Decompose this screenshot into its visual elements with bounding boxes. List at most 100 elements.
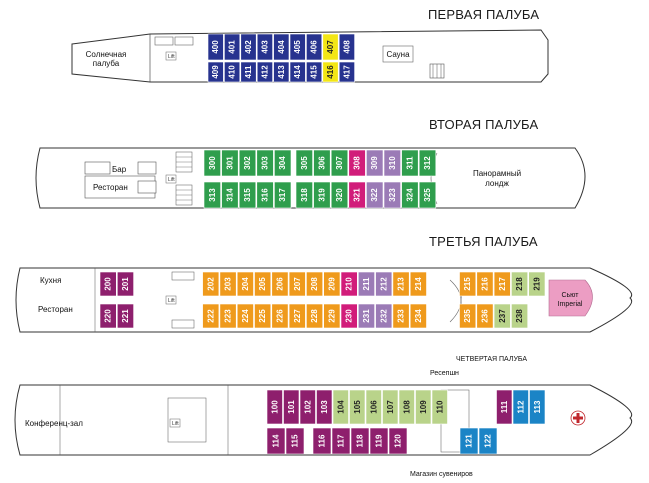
cabin-306[interactable]: 306 — [313, 149, 331, 177]
cabin-226[interactable]: 226 — [271, 303, 289, 329]
cabin-102[interactable]: 102 — [299, 389, 316, 425]
cabin-212[interactable]: 212 — [375, 271, 393, 297]
cabin-219[interactable]: 219 — [528, 271, 546, 297]
cabin-406[interactable]: 406 — [306, 33, 323, 61]
cabin-301[interactable]: 301 — [221, 149, 239, 177]
cabin-114[interactable]: 114 — [266, 427, 286, 455]
cabin-207[interactable]: 207 — [288, 271, 306, 297]
cabin-410[interactable]: 410 — [224, 61, 241, 83]
cabin-414[interactable]: 414 — [289, 61, 306, 83]
cabin-203[interactable]: 203 — [219, 271, 237, 297]
cabin-401[interactable]: 401 — [224, 33, 241, 61]
cabin-205[interactable]: 205 — [254, 271, 272, 297]
cabin-223[interactable]: 223 — [219, 303, 237, 329]
cabin-222[interactable]: 222 — [202, 303, 220, 329]
cabin-121[interactable]: 121 — [459, 427, 479, 455]
cabin-307[interactable]: 307 — [330, 149, 349, 177]
cabin-117[interactable]: 117 — [331, 427, 351, 455]
cabin-315[interactable]: 315 — [238, 181, 257, 209]
cabin-404[interactable]: 404 — [273, 33, 290, 61]
cabin-316[interactable]: 316 — [256, 181, 274, 209]
cabin-237[interactable]: 237 — [493, 303, 511, 329]
cabin-400[interactable]: 400 — [207, 33, 224, 61]
cabin-209[interactable]: 209 — [323, 271, 341, 297]
cabin-321[interactable]: 321 — [348, 181, 366, 209]
cabin-118[interactable]: 118 — [350, 427, 370, 455]
cabin-411[interactable]: 411 — [240, 61, 257, 83]
cabin-311[interactable]: 311 — [401, 149, 419, 177]
cabin-317[interactable]: 317 — [274, 181, 292, 209]
cabin-300[interactable]: 300 — [203, 149, 221, 177]
cabin-216[interactable]: 216 — [476, 271, 494, 297]
cabin-215[interactable]: 215 — [459, 271, 477, 297]
cabin-211[interactable]: 211 — [357, 271, 375, 297]
cabin-312[interactable]: 312 — [418, 149, 437, 177]
cabin-232[interactable]: 232 — [375, 303, 393, 329]
cabin-210[interactable]: 210 — [340, 271, 358, 297]
cabin-405[interactable]: 405 — [289, 33, 306, 61]
cabin-120[interactable]: 120 — [388, 427, 408, 455]
cabin-234[interactable]: 234 — [409, 303, 427, 329]
cabin-122[interactable]: 122 — [478, 427, 498, 455]
cabin-213[interactable]: 213 — [392, 271, 410, 297]
cabin-204[interactable]: 204 — [236, 271, 254, 297]
cabin-206[interactable]: 206 — [271, 271, 289, 297]
cabin-305[interactable]: 305 — [295, 149, 313, 177]
cabin-313[interactable]: 313 — [203, 181, 221, 209]
cabin-101[interactable]: 101 — [283, 389, 300, 425]
cabin-302[interactable]: 302 — [238, 149, 257, 177]
cabin-228[interactable]: 228 — [306, 303, 323, 329]
cabin-303[interactable]: 303 — [256, 149, 274, 177]
cabin-408[interactable]: 408 — [338, 33, 355, 61]
cabin-109[interactable]: 109 — [415, 389, 432, 425]
cabin-231[interactable]: 231 — [357, 303, 375, 329]
cabin-113[interactable]: 113 — [529, 389, 546, 425]
cabin-108[interactable]: 108 — [398, 389, 415, 425]
cabin-233[interactable]: 233 — [392, 303, 410, 329]
cabin-309[interactable]: 309 — [366, 149, 384, 177]
cabin-119[interactable]: 119 — [369, 427, 389, 455]
cabin-417[interactable]: 417 — [338, 61, 355, 83]
cabin-112[interactable]: 112 — [512, 389, 529, 425]
cabin-403[interactable]: 403 — [256, 33, 273, 61]
cabin-202[interactable]: 202 — [202, 271, 220, 297]
cabin-229[interactable]: 229 — [323, 303, 341, 329]
cabin-230[interactable]: 230 — [340, 303, 358, 329]
cabin-412[interactable]: 412 — [256, 61, 273, 83]
cabin-324[interactable]: 324 — [401, 181, 419, 209]
cabin-407[interactable]: 407 — [322, 33, 339, 61]
cabin-103[interactable]: 103 — [316, 389, 333, 425]
cabin-111[interactable]: 111 — [496, 389, 513, 425]
cabin-304[interactable]: 304 — [274, 149, 292, 177]
cabin-107[interactable]: 107 — [382, 389, 399, 425]
cabin-225[interactable]: 225 — [254, 303, 272, 329]
cabin-325[interactable]: 325 — [418, 181, 437, 209]
cabin-402[interactable]: 402 — [240, 33, 257, 61]
cabin-310[interactable]: 310 — [383, 149, 401, 177]
cabin-314[interactable]: 314 — [221, 181, 239, 209]
cabin-322[interactable]: 322 — [366, 181, 384, 209]
cabin-319[interactable]: 319 — [313, 181, 331, 209]
cabin-218[interactable]: 218 — [511, 271, 528, 297]
cabin-308[interactable]: 308 — [348, 149, 366, 177]
cabin-413[interactable]: 413 — [273, 61, 290, 83]
cabin-224[interactable]: 224 — [236, 303, 254, 329]
cabin-220[interactable]: 220 — [99, 303, 117, 329]
cabin-104[interactable]: 104 — [332, 389, 349, 425]
cabin-236[interactable]: 236 — [476, 303, 494, 329]
cabin-409[interactable]: 409 — [207, 61, 224, 83]
cabin-416[interactable]: 416 — [322, 61, 339, 83]
cabin-110[interactable]: 110 — [431, 389, 448, 425]
cabin-217[interactable]: 217 — [493, 271, 511, 297]
cabin-105[interactable]: 105 — [349, 389, 366, 425]
cabin-200[interactable]: 200 — [99, 271, 117, 297]
cabin-221[interactable]: 221 — [117, 303, 134, 329]
cabin-106[interactable]: 106 — [365, 389, 382, 425]
cabin-201[interactable]: 201 — [117, 271, 134, 297]
cabin-318[interactable]: 318 — [295, 181, 313, 209]
cabin-320[interactable]: 320 — [330, 181, 349, 209]
cabin-208[interactable]: 208 — [306, 271, 323, 297]
cabin-323[interactable]: 323 — [383, 181, 401, 209]
cabin-100[interactable]: 100 — [266, 389, 283, 425]
cabin-235[interactable]: 235 — [459, 303, 477, 329]
